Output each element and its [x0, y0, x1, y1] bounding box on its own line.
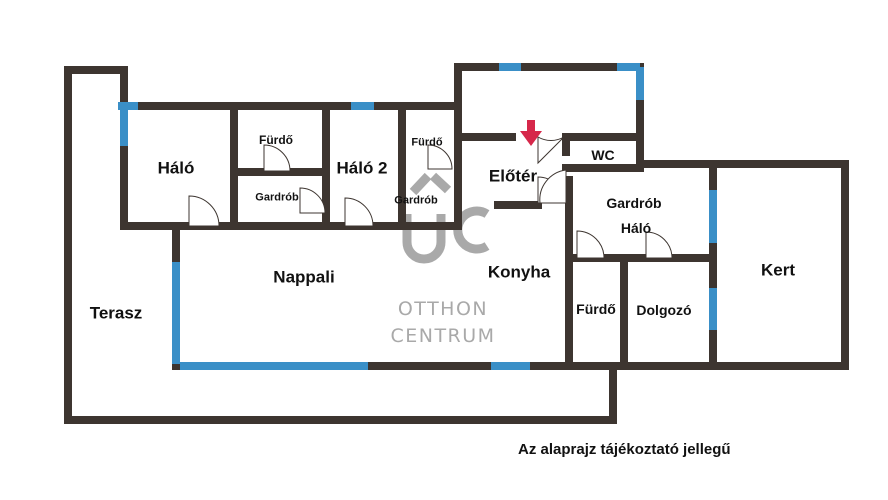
- room-label-kert: Kert: [760, 260, 796, 280]
- room-label-halo: Háló: [157, 158, 195, 178]
- room-label-dolgozo: Dolgozó: [636, 302, 692, 318]
- doors: [188, 136, 673, 259]
- room-label-halo-2: Háló 2: [336, 158, 388, 178]
- room-label-furdo-3: Fürdő: [576, 301, 616, 317]
- room-label-halo-3: Háló: [620, 220, 652, 236]
- room-label-konyha: Konyha: [487, 262, 551, 282]
- room-label-gardrob-3: Gardrób: [606, 195, 662, 211]
- room-label-gardrob-1: Gardrób: [255, 191, 299, 204]
- disclaimer-text: Az alaprajz tájékoztató jellegű: [518, 441, 731, 458]
- room-label-eloter: Előtér: [488, 166, 538, 186]
- room-label-furdo-2: Fürdő: [411, 136, 443, 149]
- watermark-logo: [402, 172, 490, 264]
- room-label-gardrob-2: Gardrób: [394, 194, 438, 207]
- room-label-wc: WC: [591, 147, 615, 163]
- room-label-furdo-1: Fürdő: [259, 133, 293, 147]
- entrance-arrow-icon: [520, 120, 542, 146]
- watermark-line-1: OTTHON: [397, 298, 489, 320]
- room-label-nappali: Nappali: [273, 267, 335, 287]
- room-label-terasz: Terasz: [89, 303, 143, 323]
- watermark-line-2: CENTRUM: [390, 325, 496, 347]
- watermark-text: OTTHON CENTRUM: [390, 296, 495, 350]
- windows: [118, 63, 717, 370]
